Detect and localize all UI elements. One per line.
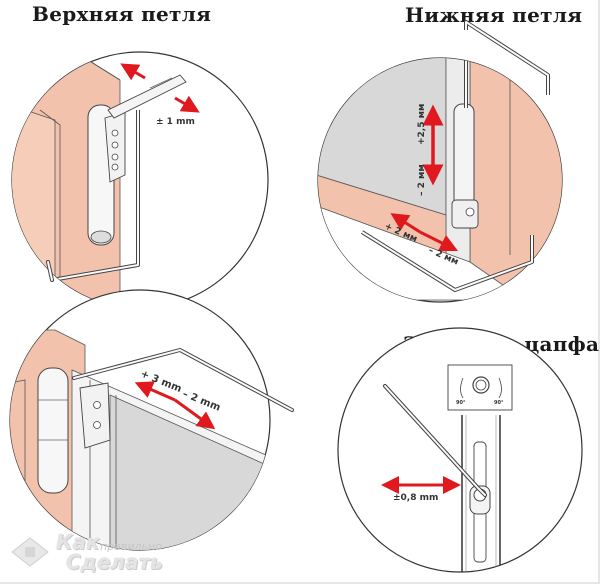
horizontal-arrow-left: [390, 213, 421, 234]
adjust-arrow-right: [174, 398, 216, 430]
watermark-logo-icon: [11, 537, 49, 567]
rotate-left-icon: [460, 377, 464, 399]
vertical-minus-label: – 2 мм: [417, 164, 427, 196]
horizontal-arrow-right: [419, 230, 459, 252]
top-hinge-adjust-label: ± 1 mm: [156, 117, 195, 127]
vertical-plus-label: +2,5 мм: [417, 104, 427, 145]
rotate-right-label: 90°: [494, 400, 504, 406]
pin-head: [472, 376, 490, 394]
scissor-arm: [107, 74, 187, 119]
hinge-plate: [79, 382, 111, 449]
watermark-line1: Как: [56, 530, 100, 554]
bottom-hinge-panel: +2,5 мм – 2 мм + 2 мм – 2 мм: [317, 20, 563, 303]
adjust-arrow-down: [174, 95, 200, 113]
hinge-cylinder: [37, 367, 69, 494]
adjust-arrow-left: [134, 381, 176, 402]
corner-hinge-panel: + 3 mm – 2 mm: [9, 289, 294, 551]
watermark-line2: Сделать: [66, 550, 163, 574]
watermark: Как правильно Сделать: [8, 530, 188, 580]
locking-pin-circle: [337, 327, 583, 573]
adjust-arrow-up: [120, 63, 146, 81]
rotate-left-label: 90°: [456, 400, 466, 406]
top-hinge-panel: ± 1 mm: [11, 51, 269, 309]
top-hinge-title: Верхняя петля: [32, 2, 212, 26]
rotate-right-icon: [498, 377, 502, 399]
locking-pin-adjust-label: ±0,8 mm: [393, 493, 438, 503]
locking-pin-panel: ±0,8 mm 90° 90°: [337, 327, 583, 573]
window-frame: [469, 58, 562, 301]
bottom-hinge-title: Нижняя петля: [405, 3, 583, 27]
watermark-line1-small: правильно: [100, 540, 162, 553]
